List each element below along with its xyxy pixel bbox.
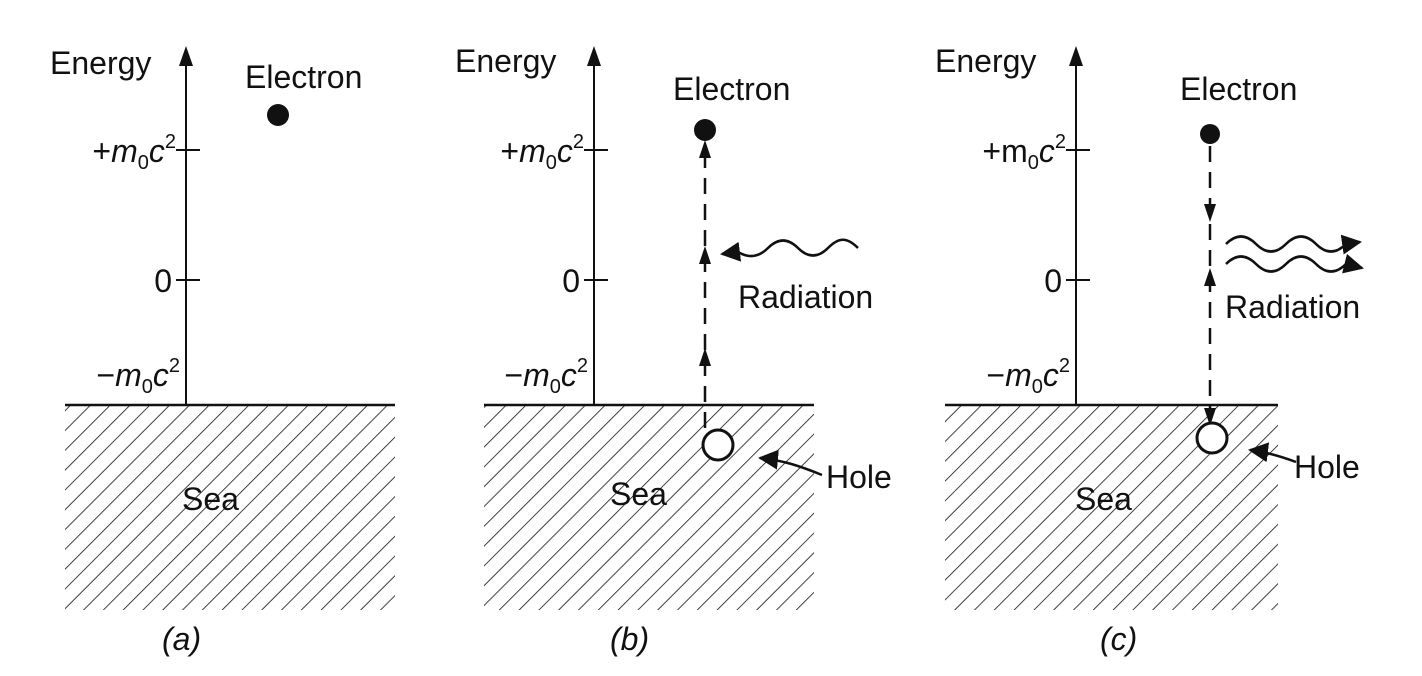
tick-label-upper: +m0c2 — [92, 131, 176, 174]
electron-label: Electron — [245, 59, 362, 95]
panel-caption: (b) — [610, 621, 649, 657]
axis-arrow-icon — [1069, 46, 1083, 66]
arrow-up-icon — [1204, 268, 1216, 286]
sea-label: Sea — [182, 481, 239, 517]
sea-label: Sea — [610, 476, 667, 512]
panel-c: Energy +m0c2 0 −m0c2 Electron Radiation … — [935, 43, 1364, 657]
tick-label-lower: −m0c2 — [986, 355, 1070, 398]
electron-dot — [1200, 124, 1220, 144]
tick-label-zero: 0 — [562, 263, 580, 299]
tick-label-zero: 0 — [154, 263, 172, 299]
radiation-wave-icon — [1225, 234, 1362, 255]
hole-circle — [701, 428, 735, 462]
tick-label-upper: +m0c2 — [982, 131, 1066, 174]
electron-dot — [267, 104, 289, 126]
arrow-down-icon — [1204, 408, 1216, 426]
axis-label: Energy — [50, 45, 151, 81]
sea-label: Sea — [1075, 481, 1132, 517]
arrow-up-icon — [699, 348, 711, 366]
electron-label: Electron — [673, 71, 790, 107]
panel-caption: (c) — [1100, 621, 1137, 657]
hole-pointer-arrow — [1248, 442, 1297, 464]
radiation-label: Radiation — [738, 279, 873, 315]
axis-arrow-icon — [179, 46, 193, 66]
axis-label: Energy — [455, 43, 556, 79]
tick-label-upper: +m0c2 — [500, 131, 584, 174]
panel-a: Energy +m0c2 0 −m0c2 Electron Sea (a) — [50, 45, 395, 657]
axis-label: Energy — [935, 43, 1036, 79]
arrow-up-icon — [699, 140, 711, 158]
tick-label-zero: 0 — [1044, 263, 1062, 299]
arrow-up-icon — [699, 246, 711, 264]
tick-label-lower: −m0c2 — [96, 355, 180, 398]
hole-circle — [1195, 421, 1229, 455]
arrow-down-icon — [1204, 204, 1216, 222]
panel-caption: (a) — [162, 621, 201, 657]
electron-dot — [694, 119, 716, 141]
panel-b: Energy +m0c2 0 −m0c2 Electron Radiation … — [455, 43, 892, 657]
axis-arrow-icon — [587, 46, 601, 66]
hole-pointer-arrow — [758, 449, 823, 477]
radiation-wave-icon — [1225, 253, 1364, 274]
hole-label: Hole — [826, 459, 892, 495]
radiation-wave-icon — [720, 238, 859, 262]
hole-label: Hole — [1294, 449, 1360, 485]
radiation-label: Radiation — [1225, 289, 1360, 325]
tick-label-lower: −m0c2 — [504, 355, 588, 398]
sea-region — [65, 405, 395, 610]
electron-label: Electron — [1180, 71, 1297, 107]
sea-region — [484, 405, 814, 610]
